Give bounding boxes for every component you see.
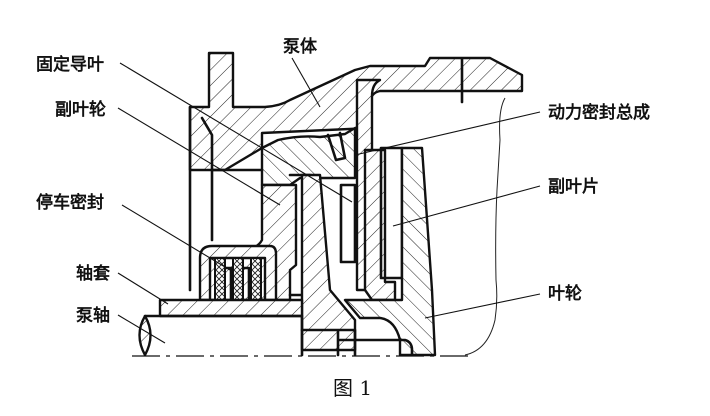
leader-pump-body — [291, 57, 321, 108]
parking-seal-rings — [214, 257, 262, 302]
leader-impeller — [424, 293, 541, 319]
shaft-break-end — [138, 314, 152, 357]
leader-dynamic-seal-assembly — [354, 111, 541, 156]
parking-seal-housing — [198, 244, 278, 302]
fixed-guide-vane — [260, 126, 357, 187]
hub-lower-steps — [300, 328, 414, 357]
leader-fixed-guide-vane — [119, 62, 353, 203]
label-dynamic-seal-assembly: 动力密封总成 — [548, 102, 650, 123]
label-auxiliary-blade: 副叶片 — [548, 176, 599, 197]
label-pump-body: 泵体 — [283, 36, 318, 57]
label-impeller: 叶轮 — [548, 283, 582, 304]
label-fixed-guide-vane: 固定导叶 — [36, 54, 104, 75]
leader-pump-shaft — [117, 314, 166, 344]
frame-left — [188, 105, 214, 292]
break-line — [464, 97, 506, 356]
label-pump-shaft: 泵轴 — [76, 305, 110, 326]
impeller — [343, 146, 437, 357]
label-auxiliary-impeller: 副叶轮 — [55, 99, 106, 120]
label-parking-seal: 停车密封 — [36, 192, 104, 213]
leader-shaft-sleeve — [117, 272, 169, 305]
leader-auxiliary-impeller — [117, 107, 281, 206]
auxiliary-blade-left — [339, 183, 357, 264]
label-shaft-sleeve: 轴套 — [76, 263, 111, 284]
leader-auxiliary-blade — [392, 185, 541, 227]
pump-shaft — [143, 314, 304, 357]
guide-vane-tip — [326, 131, 347, 162]
shaft-sleeve — [158, 298, 304, 318]
leader-parking-seal — [121, 204, 231, 271]
figure-caption: 图 1 — [333, 376, 372, 400]
